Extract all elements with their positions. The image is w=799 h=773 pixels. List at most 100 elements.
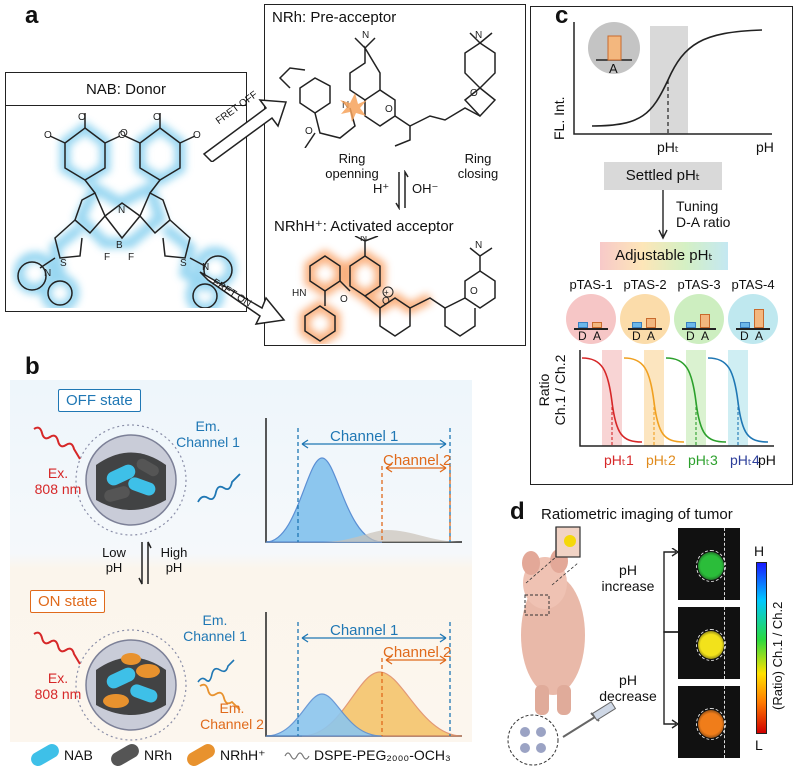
panel-c-box [530, 6, 793, 485]
channel1-label-on: Channel 1 [330, 622, 399, 639]
channel2-label-off: Channel 2 [383, 452, 452, 469]
h-plus-label: H⁺ [373, 181, 390, 196]
svg-text:N: N [360, 236, 367, 244]
pht-tick-label: pHₜ [657, 139, 680, 155]
ptas-acceptor-bar-2 [646, 318, 656, 328]
em-channel1-label-off: Em. Channel 1 [176, 418, 240, 451]
panel-b-letter: b [25, 353, 40, 380]
svg-text:O: O [78, 112, 86, 123]
svg-text:O: O [470, 88, 478, 99]
svg-text:N: N [362, 30, 369, 41]
ptas-circle-1 [566, 294, 616, 344]
excitation-wave-on [33, 631, 81, 665]
ptas-name-1: pTAS-1 [569, 277, 613, 292]
ptas-a-label-1: A [593, 329, 602, 343]
svg-text:N: N [118, 205, 125, 216]
nanoparticle-off [75, 424, 187, 536]
donor-title: NAB: Donor [85, 81, 167, 98]
oh-minus-label: OH⁻ [412, 181, 439, 196]
spectrum-on [265, 612, 463, 737]
ptas-a-label-4: A [755, 329, 764, 343]
sigmoid-plot [573, 22, 772, 135]
tumor-signal-2 [696, 629, 726, 661]
em-channel2-label-on: Em. Channel 2 [200, 700, 264, 733]
svg-text:F: F [128, 252, 134, 263]
emission-wave-ch2-on [199, 683, 241, 711]
ptas-a-label-2: A [647, 329, 656, 343]
emission-wave-ch1-off [197, 473, 241, 503]
ptas-donor-bar-4 [740, 321, 750, 328]
fret-on-arrow [199, 271, 286, 325]
svg-text:N: N [44, 268, 51, 279]
svg-text:S: S [180, 258, 187, 269]
fret-off-arrow [202, 99, 288, 162]
c-ylabel-bottom: Ratio Ch.1 / Ch.2 [536, 354, 569, 426]
activated-acceptor-title: NRhH⁺: Activated acceptor [274, 218, 454, 235]
ptas-baseline-2 [628, 328, 662, 330]
ring-closing-label: Ring closing [457, 151, 499, 181]
svg-text:N: N [475, 30, 482, 41]
pht-label-4: pHₜ4 [730, 452, 760, 468]
pht-label-3: pHₜ3 [688, 452, 718, 468]
tumor-skin-edge-2 [724, 607, 726, 679]
channel1-label-off: Channel 1 [330, 428, 399, 445]
legend-nrhh: NRhH⁺ [220, 747, 266, 763]
c-xlabel-top: pH [756, 139, 774, 155]
colorbar-low: L [755, 737, 763, 753]
channel2-label-on: Channel 2 [383, 644, 452, 661]
em-channel1-label-on: Em. Channel 1 [183, 612, 247, 645]
high-ph-label: High pH [160, 545, 188, 575]
colorbar [756, 562, 767, 734]
svg-text:O: O [118, 130, 126, 141]
legend-nrh: NRh [144, 747, 173, 763]
legend-nrh-icon [108, 741, 142, 769]
c-ylabel-top: FL. Int. [551, 96, 567, 140]
tumor-signal-3 [696, 708, 726, 740]
ptas-acceptor-bar-3 [700, 314, 710, 328]
svg-text:O: O [385, 104, 393, 115]
settled-pht-box: Settled pHₜ [604, 162, 722, 190]
svg-text:O: O [470, 286, 478, 297]
ptas-circle-3 [674, 294, 724, 344]
excitation-label-off: Ex. 808 nm [34, 465, 82, 498]
tumor-zoom-inset [525, 526, 581, 586]
c-xlabel-bottom: pH [758, 452, 776, 468]
colorbar-label: (Ratio) Ch.1 / Ch.2 [770, 601, 785, 710]
ratio-plot [579, 350, 774, 447]
ptas-d-label-4: D [740, 329, 749, 343]
svg-text:O: O [120, 128, 128, 139]
ph-increase-label: pH increase [601, 562, 655, 595]
tuning-label: Tuning D-A ratio [676, 198, 731, 231]
spectrum-off [265, 418, 462, 543]
legend-nab-icon [28, 741, 62, 769]
svg-text:+: + [384, 288, 389, 297]
ptas-baseline-4 [736, 328, 770, 330]
ptas-name-2: pTAS-2 [623, 277, 667, 292]
nrh-molecule: NN NO OO [278, 30, 497, 148]
svg-text:O: O [340, 294, 348, 305]
ptas-donor-bar-1 [578, 321, 588, 328]
donor-title-box [5, 72, 247, 106]
nrhh-molecule: NN HNO O+ O [292, 236, 496, 344]
svg-text:HN: HN [292, 288, 306, 299]
ratio-curve-2 [623, 357, 685, 443]
svg-text:F: F [104, 252, 110, 263]
tuning-arrow [658, 190, 668, 240]
ptas-baseline-1 [574, 328, 608, 330]
legend-nab: NAB [64, 747, 93, 763]
ptas-d-label-1: D [578, 329, 587, 343]
tumor-signal-1 [696, 550, 726, 582]
ptas-donor-bar-3 [686, 321, 696, 328]
panel-a-letter: a [25, 2, 39, 29]
on-state-tag: ON state [30, 590, 106, 613]
ptas-name-3: pTAS-3 [677, 277, 721, 292]
panel-d-letter: d [510, 498, 525, 525]
legend-dspe-icon [284, 752, 310, 760]
ph-switch-arrows [138, 541, 152, 585]
sigmoid-inset-a-label: A [609, 61, 618, 76]
ptas-circle-2 [620, 294, 670, 344]
ring-opening-label: Ring openning [325, 151, 379, 181]
ptas-acceptor-bar-4 [754, 309, 764, 328]
ratio-curve-4 [707, 357, 769, 443]
